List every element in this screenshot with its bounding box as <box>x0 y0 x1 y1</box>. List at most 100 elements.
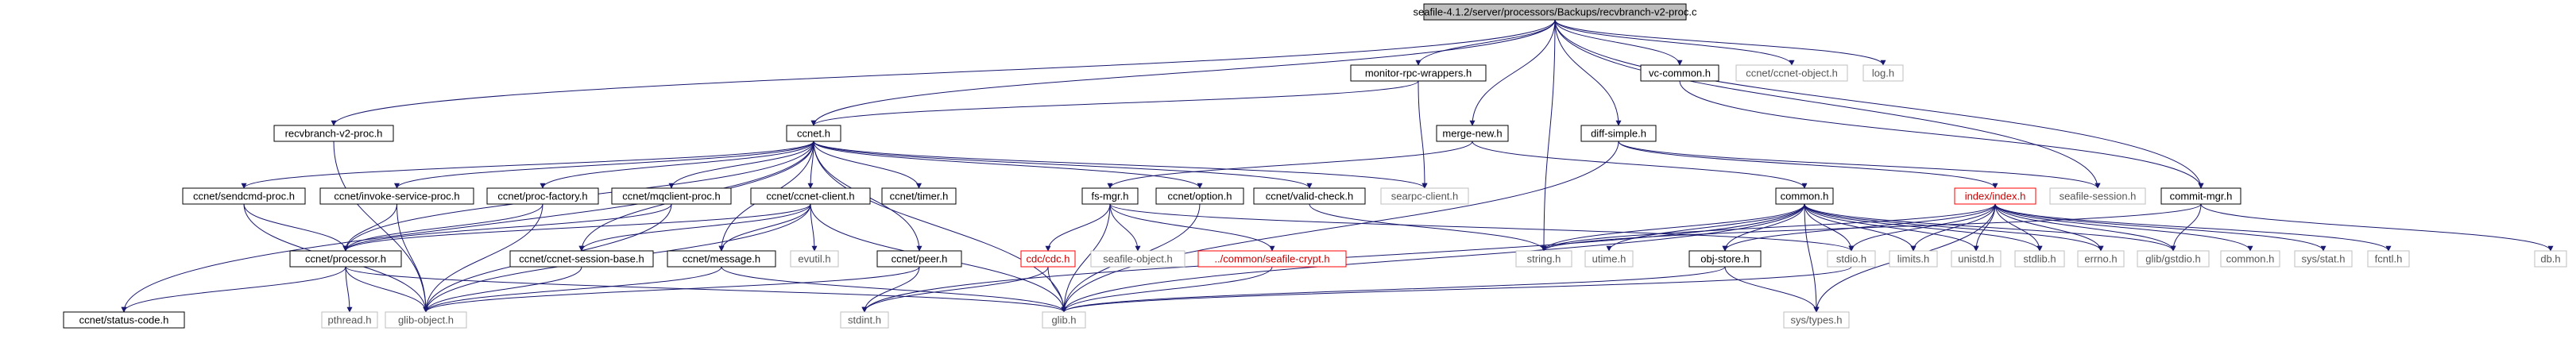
edge-ccnet-invoke-to-glib-object <box>396 203 429 313</box>
node-box <box>1090 250 1186 268</box>
node-cdc[interactable]: cdc/cdc.h <box>1020 250 1076 268</box>
node-box <box>1436 125 1509 142</box>
node-box <box>2160 187 2241 205</box>
node-label: ccnet.h <box>797 128 830 140</box>
node-main[interactable]: seafile-4.1.2/server/processors/Backups/… <box>1414 3 1697 21</box>
node-seafile-object: seafile-object.h <box>1090 250 1186 268</box>
node-ccnet-invoke[interactable]: ccnet/invoke-service-proc.h <box>319 187 474 205</box>
node-ccnet-statuscode[interactable]: ccnet/status-code.h <box>63 311 185 329</box>
node-label: stdint.h <box>848 314 881 326</box>
node-ccnet-sessionbase[interactable]: ccnet/ccnet-session-base.h <box>509 250 654 268</box>
edge-ccnet-peer-to-glib-object <box>423 266 920 313</box>
node-label: ccnet/invoke-service-proc.h <box>334 191 459 202</box>
node-label: string.h <box>1527 253 1561 265</box>
edge-main-to-merge-new <box>1469 19 1556 126</box>
node-box <box>2220 250 2280 268</box>
node-glib-gstdio: glib/gstdio.h <box>2137 250 2210 268</box>
node-ccnet-timer[interactable]: ccnet/timer.h <box>881 187 957 205</box>
node-box <box>1889 250 1938 268</box>
node-box <box>273 125 394 142</box>
node-diff-simple[interactable]: diff-simple.h <box>1580 125 1657 142</box>
node-label: unistd.h <box>1958 253 1994 265</box>
edge-recvbranch-h-to-glib-object <box>333 141 429 313</box>
node-box <box>1688 250 1762 268</box>
node-label: limits.h <box>1897 253 1929 265</box>
node-box <box>1954 187 2036 205</box>
node-label: stdio.h <box>1836 253 1866 265</box>
node-label: fcntl.h <box>2375 253 2403 265</box>
node-vc-common[interactable]: vc-common.h <box>1640 64 1719 82</box>
node-label: monitor-rpc-wrappers.h <box>1365 67 1472 79</box>
node-ccnet[interactable]: ccnet.h <box>786 125 841 142</box>
node-ccnet-processor[interactable]: ccnet/processor.h <box>289 250 402 268</box>
node-ccnet-message[interactable]: ccnet/message.h <box>667 250 776 268</box>
node-label: ccnet/processor.h <box>305 253 386 265</box>
edge-ccnet-to-ccnet-timer <box>813 141 922 189</box>
edge-monitor-rpc-to-searpc-client <box>1418 80 1428 189</box>
edge-ccnet-client-to-ccnet-processor <box>342 203 811 252</box>
edge-index-to-errno <box>1994 203 2104 252</box>
node-label: cdc/cdc.h <box>1027 253 1070 265</box>
edge-ccnet-to-ccnet-validcheck <box>813 141 1313 189</box>
node-label: seafile-4.1.2/server/processors/Backups/… <box>1414 6 1697 18</box>
node-box <box>611 187 732 205</box>
node-box <box>63 311 185 329</box>
node-monitor-rpc[interactable]: monitor-rpc-wrappers.h <box>1350 64 1487 82</box>
node-seafile-crypt[interactable]: ../common/seafile-crypt.h <box>1197 250 1347 268</box>
node-glib: glib.h <box>1042 311 1086 329</box>
node-ccnet-procfactory[interactable]: ccnet/proc-factory.h <box>486 187 599 205</box>
edge-ccnet-procfactory-to-ccnet-processor <box>342 203 543 252</box>
node-log: log.h <box>1862 64 1904 82</box>
node-box <box>1350 64 1487 82</box>
edge-ccnet-peer-to-stdint <box>861 266 920 313</box>
node-label: ccnet/mqclient-proc.h <box>622 191 721 202</box>
edge-common-to-stdio <box>1804 203 1855 252</box>
node-box <box>321 311 378 329</box>
node-label: db.h <box>2540 253 2560 265</box>
node-box <box>2077 250 2125 268</box>
node-label: commit-mgr.h <box>2170 191 2233 202</box>
node-box <box>1253 187 1366 205</box>
node-label: seafile-session.h <box>2060 191 2137 202</box>
node-common[interactable]: common.h <box>1775 187 1834 205</box>
node-commit-mgr[interactable]: commit-mgr.h <box>2160 187 2241 205</box>
node-box <box>2014 250 2065 268</box>
node-fs-mgr[interactable]: fs-mgr.h <box>1081 187 1139 205</box>
node-ccnet-option[interactable]: ccnet/option.h <box>1155 187 1244 205</box>
edge-ccnet-client-to-evutil <box>810 203 818 252</box>
edge-diff-simple-to-glib <box>1061 141 1619 313</box>
node-ccnet-validcheck[interactable]: ccnet/valid-check.h <box>1253 187 1366 205</box>
node-label: stdlib.h <box>2023 253 2056 265</box>
node-box <box>1862 64 1904 82</box>
edge-obj-store-to-sys-types <box>1724 266 1820 313</box>
node-index[interactable]: index/index.h <box>1954 187 2036 205</box>
node-box <box>2367 250 2410 268</box>
node-box <box>289 250 402 268</box>
node-ccnet-peer[interactable]: ccnet/peer.h <box>876 250 962 268</box>
edge-ccnet-to-ccnet-procfactory <box>540 141 814 189</box>
edge-ccnet-to-ccnet-option <box>813 141 1203 189</box>
node-ccnet-mqclient[interactable]: ccnet/mqclient-proc.h <box>611 187 732 205</box>
edge-ccnet-to-ccnet-mqclient <box>668 141 814 189</box>
node-ccnet-client[interactable]: ccnet/ccnet-client.h <box>750 187 871 205</box>
edge-vc-common-to-commit-mgr <box>1679 80 2204 189</box>
edge-main-to-log <box>1554 19 1886 66</box>
edge-ccnet-sendcmd-to-ccnet-processor <box>243 203 349 252</box>
edge-index-to-obj-store <box>1722 203 1996 252</box>
node-label: ccnet/status-code.h <box>79 314 169 326</box>
node-evutil: evutil.h <box>790 250 839 268</box>
node-recvbranch-h[interactable]: recvbranch-v2-proc.h <box>273 125 394 142</box>
edges-layer <box>121 19 2554 313</box>
edge-common-to-string <box>1541 203 1805 252</box>
node-merge-new[interactable]: merge-new.h <box>1436 125 1509 142</box>
node-box <box>786 125 841 142</box>
node-box <box>1735 64 1848 82</box>
node-ccnet-sendcmd[interactable]: ccnet/sendcmd-proc.h <box>182 187 306 205</box>
edge-common-to-glib <box>1061 203 1805 313</box>
node-obj-store[interactable]: obj-store.h <box>1688 250 1762 268</box>
node-stdint: stdint.h <box>840 311 889 329</box>
node-label: obj-store.h <box>1700 253 1749 265</box>
node-string: string.h <box>1515 250 1572 268</box>
edge-ccnet-client-to-ccnet-message <box>718 203 811 252</box>
edge-cdc-to-glib <box>1047 266 1067 313</box>
